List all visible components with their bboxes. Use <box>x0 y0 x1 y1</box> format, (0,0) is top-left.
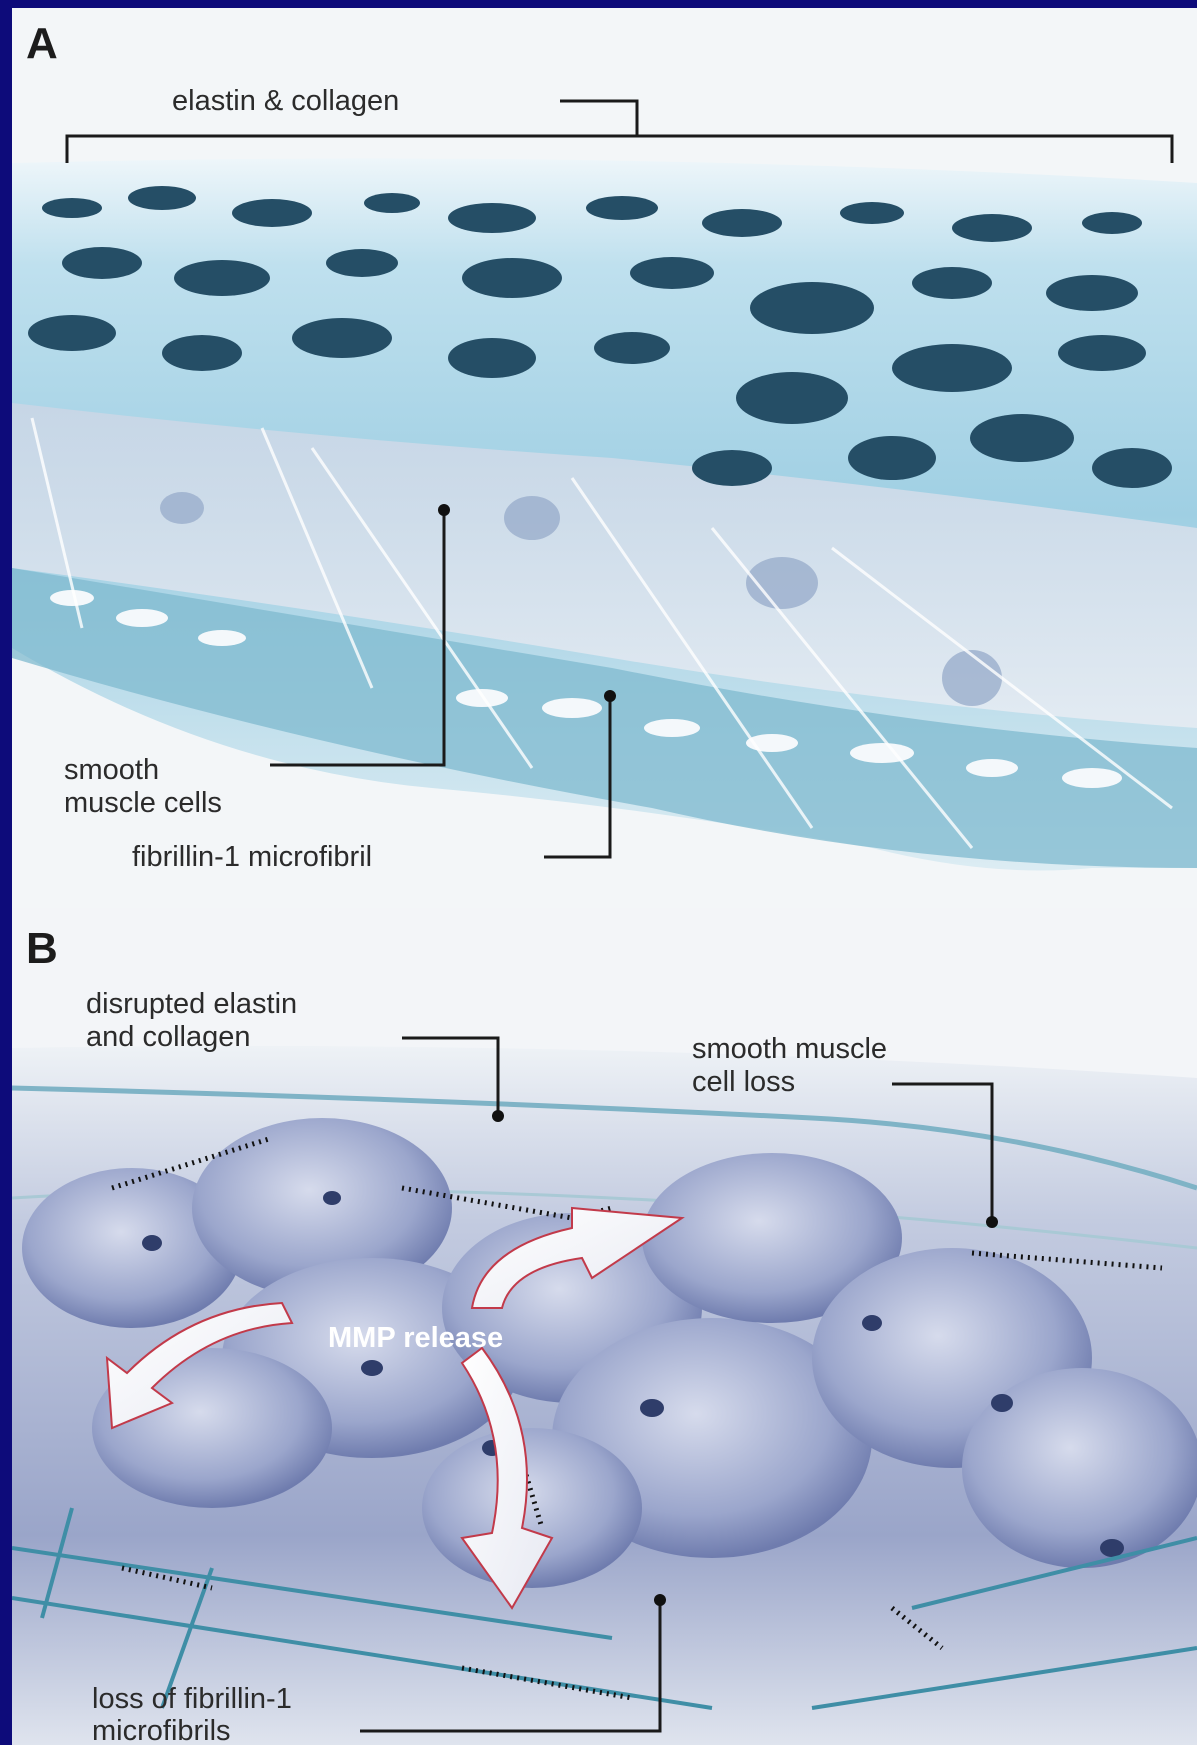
label-fibrillin-loss-line1: loss of fibrillin-1 <box>92 1683 292 1715</box>
panel-b: B disrupted elastin and collagen smooth … <box>12 908 1197 1745</box>
panel-a: A elastin & collagen smooth muscle cells… <box>12 8 1197 908</box>
label-disrupted-line1: disrupted elastin <box>86 988 297 1020</box>
label-smooth-muscle-line1: smooth <box>64 754 159 786</box>
diagram-canvas: A elastin & collagen smooth muscle cells… <box>12 8 1197 1745</box>
label-disrupted-line2: and collagen <box>86 1021 250 1053</box>
marker-disrupted <box>492 1110 504 1122</box>
marker-fibrillin <box>604 690 616 702</box>
panel-letter-b: B <box>26 924 58 973</box>
panel-letter-a: A <box>26 19 58 68</box>
label-mmp-release: MMP release <box>328 1322 503 1354</box>
label-smc-loss-line2: cell loss <box>692 1066 795 1098</box>
marker-fibrillin-loss <box>654 1594 666 1606</box>
figure-panel: A elastin & collagen smooth muscle cells… <box>12 8 1197 1745</box>
label-fibrillin-loss-line2: microfibrils <box>92 1715 231 1745</box>
marker-smc-loss <box>986 1216 998 1228</box>
label-smooth-muscle-line2: muscle cells <box>64 787 222 819</box>
label-smc-loss-line1: smooth muscle <box>692 1033 887 1065</box>
label-fibrillin-microfibril: fibrillin-1 microfibril <box>132 841 372 873</box>
label-elastin-collagen: elastin & collagen <box>172 85 399 117</box>
marker-smooth-muscle <box>438 504 450 516</box>
